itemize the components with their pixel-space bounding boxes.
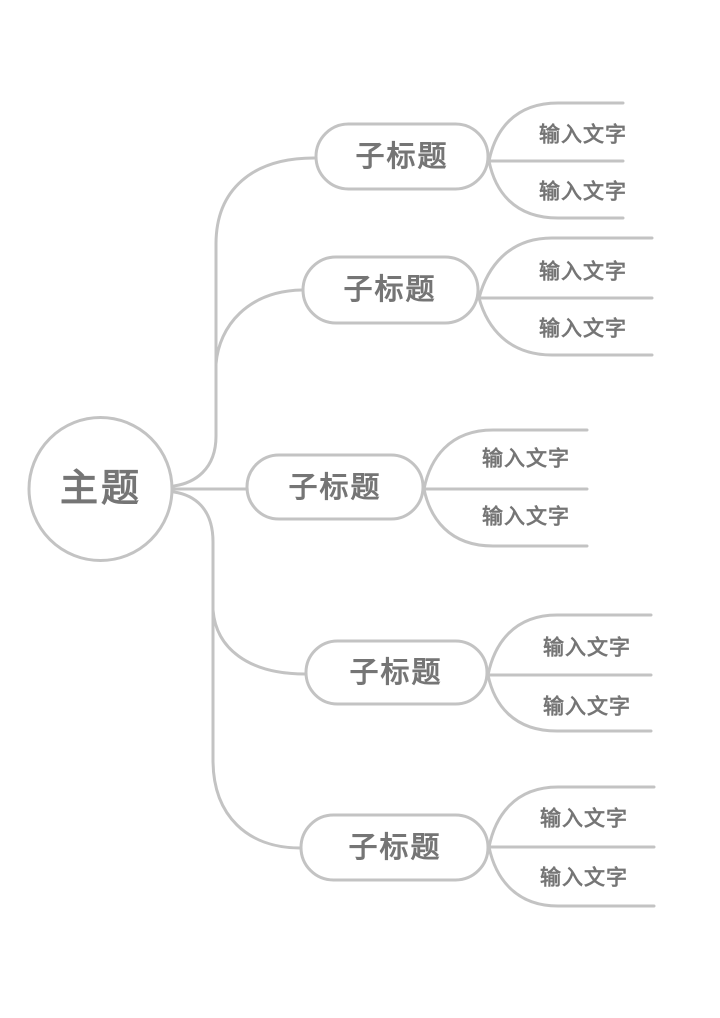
branch-4-rail-bottom xyxy=(486,673,653,733)
central-topic-label[interactable]: 主题 xyxy=(60,468,142,510)
subtopic-node-3[interactable] xyxy=(245,453,425,521)
leaf-label-4-1[interactable]: 输入文字 xyxy=(543,636,631,660)
subtopic-label-1[interactable]: 子标题 xyxy=(355,140,448,173)
connector-root-to-branch-4 xyxy=(211,608,307,676)
subtopic-label-5[interactable]: 子标题 xyxy=(348,831,441,864)
connector-root-to-branch-5 xyxy=(172,490,302,850)
subtopic-node-5[interactable] xyxy=(299,813,490,882)
leaf-label-4-2[interactable]: 输入文字 xyxy=(543,695,631,719)
branch-3-rail-bottom xyxy=(422,487,589,548)
subtopic-label-4[interactable]: 子标题 xyxy=(349,656,442,689)
branch-5-rail-bottom xyxy=(487,845,656,908)
subtopic-label-3[interactable]: 子标题 xyxy=(288,471,381,504)
leaf-label-1-1[interactable]: 输入文字 xyxy=(539,123,627,147)
connector-root-to-branch-2 xyxy=(214,288,304,366)
branch-1-rail-top xyxy=(487,101,625,163)
central-topic-node[interactable] xyxy=(27,416,174,562)
branch-2-rail-bottom xyxy=(477,296,654,357)
subtopic-label-2[interactable]: 子标题 xyxy=(343,273,436,306)
branch-1-rail-bottom xyxy=(487,159,625,220)
leaf-label-2-1[interactable]: 输入文字 xyxy=(539,260,627,284)
leaf-label-2-2[interactable]: 输入文字 xyxy=(539,317,627,341)
connector-root-to-branch-1 xyxy=(172,156,316,488)
branch-3-rail-top xyxy=(422,428,589,491)
leaf-label-3-1[interactable]: 输入文字 xyxy=(482,447,570,471)
branch-5-rail-top xyxy=(487,785,656,849)
leaf-label-5-1[interactable]: 输入文字 xyxy=(540,807,628,831)
leaf-label-1-2[interactable]: 输入文字 xyxy=(539,180,627,204)
subtopic-node-4[interactable] xyxy=(304,639,489,706)
leaf-label-5-2[interactable]: 输入文字 xyxy=(540,866,628,890)
subtopic-node-1[interactable] xyxy=(314,122,490,191)
branch-4-rail-top xyxy=(486,613,653,677)
subtopic-node-2[interactable] xyxy=(301,255,480,325)
branch-2-rail-top xyxy=(477,236,654,300)
leaf-label-3-2[interactable]: 输入文字 xyxy=(482,505,570,529)
